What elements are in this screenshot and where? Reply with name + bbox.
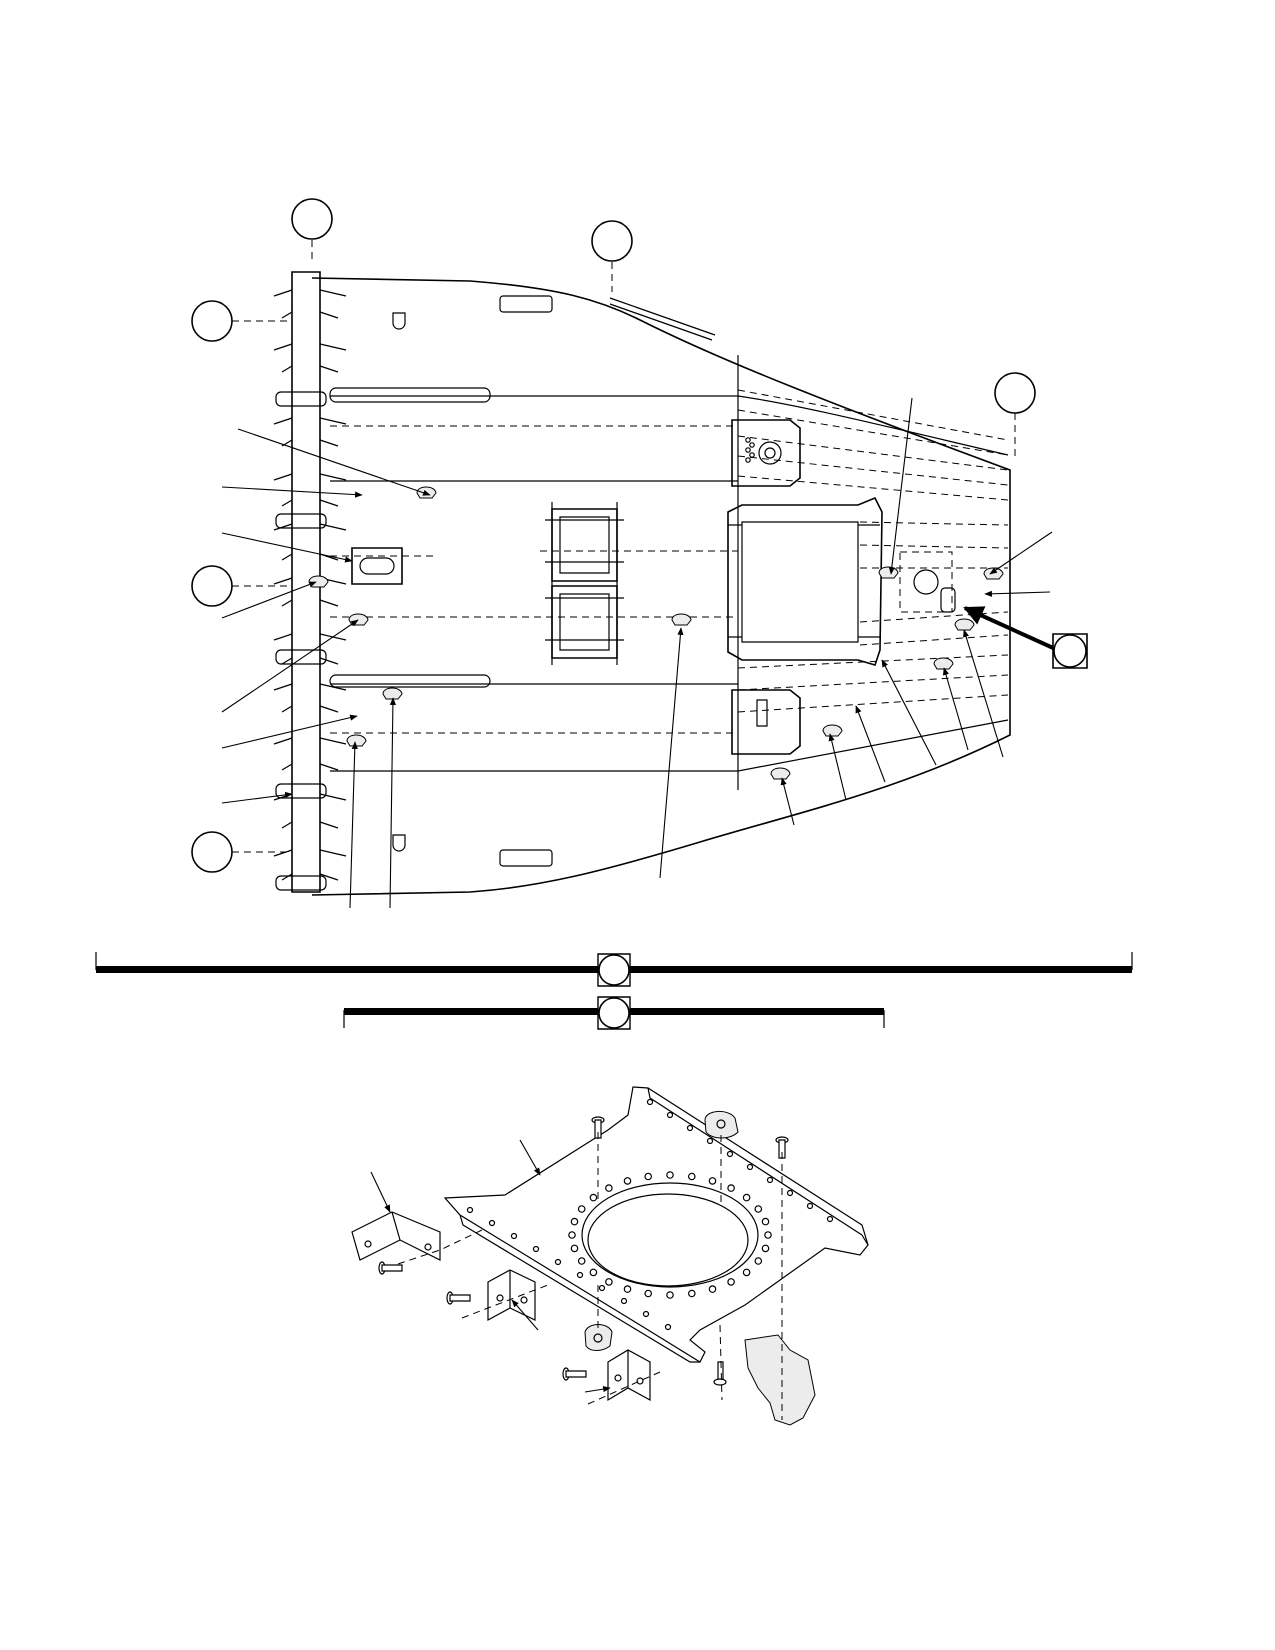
panel-outline xyxy=(312,278,1010,895)
fitting-plate-exploded-view xyxy=(352,1087,868,1425)
doubler-plate xyxy=(745,1335,815,1425)
callout-bubbles xyxy=(192,199,1087,872)
upper-bar-bubble xyxy=(599,955,629,985)
angle-clip-middle xyxy=(488,1270,535,1320)
bubble-left-upper xyxy=(192,301,232,341)
bolts xyxy=(379,1117,788,1385)
angle-clip-right xyxy=(608,1350,650,1400)
clips xyxy=(309,487,1003,779)
bubble-aft xyxy=(995,373,1035,413)
bubble-top-frame xyxy=(292,199,332,239)
fuselage-panel-view xyxy=(192,199,1087,908)
nutplate-top xyxy=(705,1111,738,1138)
center-opening xyxy=(582,1183,758,1287)
centerline-leaders xyxy=(232,240,1015,852)
access-cutout-frame xyxy=(728,498,882,665)
detail-arrow xyxy=(963,608,1062,652)
nutplate-bottom xyxy=(585,1325,612,1351)
angle-clip-left xyxy=(352,1212,440,1260)
mounting-plate xyxy=(445,1087,868,1362)
front-frame xyxy=(274,272,490,892)
bubble-left-lower xyxy=(192,832,232,872)
fitting-brackets xyxy=(732,420,800,754)
dashed-stringers xyxy=(330,390,1008,733)
explode-lines xyxy=(398,1132,782,1420)
section-bars xyxy=(96,952,1132,1029)
bubble-left-mid xyxy=(192,566,232,606)
detail-reference-bubble xyxy=(1054,635,1086,667)
bubble-top-skin xyxy=(592,221,632,261)
lightening-frames xyxy=(545,502,624,665)
lower-bar-bubble xyxy=(599,998,629,1028)
callout-leaders xyxy=(222,398,1052,908)
